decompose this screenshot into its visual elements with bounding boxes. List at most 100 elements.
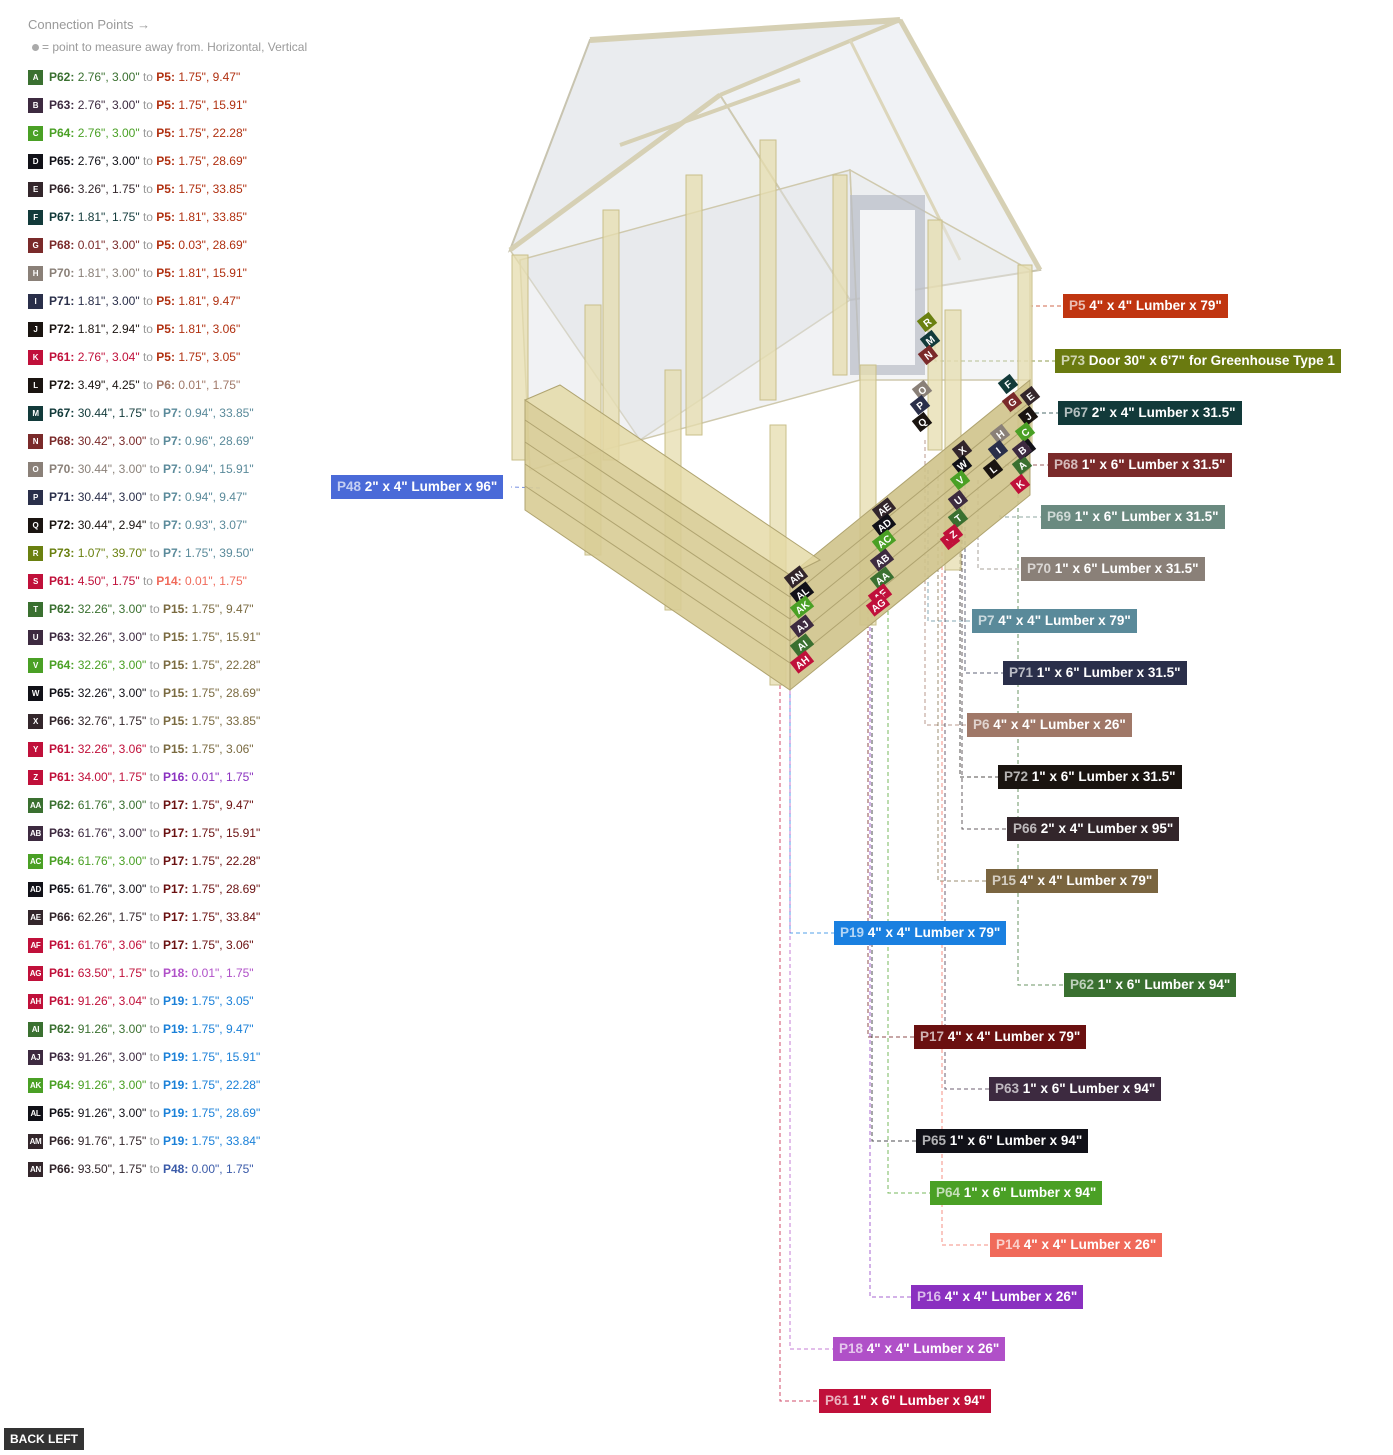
leader-line-p64 [887, 590, 930, 1194]
to: P19: [162, 1022, 189, 1036]
to: P5: [156, 266, 175, 280]
tag-v: V [949, 469, 971, 491]
fromVal: 61.76", 3.00" [77, 798, 147, 812]
connector-word: to [139, 238, 157, 252]
fromVal: 1.81", 1.75" [77, 210, 140, 224]
part-id: P6 [973, 717, 990, 732]
connection-badge: P [28, 490, 43, 505]
from: P72: [49, 378, 75, 392]
part-description: 1" x 6" Lumber x 94" [946, 1133, 1083, 1148]
fromVal: 61.76", 3.06" [77, 938, 147, 952]
toVal: 0.01", 1.75" [185, 574, 247, 588]
tag-c: C [1014, 421, 1036, 443]
fromVal: 0.01", 3.00" [77, 238, 140, 252]
from: P66: [49, 182, 75, 196]
connector-word: to [146, 714, 163, 728]
fromVal: 62.26", 1.75" [77, 910, 147, 924]
to: P14: [156, 574, 182, 588]
fromVal: 32.26", 3.00" [77, 658, 147, 672]
toVal: 1.75", 28.69" [191, 1106, 261, 1120]
part-label-p14: P14 4" x 4" Lumber x 26" [990, 1233, 1163, 1257]
connection-badge: AC [28, 854, 43, 869]
connection-badge: I [28, 294, 43, 309]
fromVal: 1.81", 3.00" [77, 266, 140, 280]
back-left-button[interactable]: BACK LEFT [4, 1428, 84, 1450]
to: P5: [156, 322, 175, 336]
connector-word: to [146, 826, 163, 840]
toVal: 0.01", 1.75" [178, 378, 241, 392]
fromVal: 93.50", 1.75" [77, 1162, 147, 1176]
from: P73: [49, 546, 75, 560]
toVal: 0.03", 28.69" [178, 238, 247, 252]
part-description: 4" x 4" Lumber x 79" [864, 925, 1001, 940]
tag-p: P [909, 394, 931, 416]
part-label-p7: P7 4" x 4" Lumber x 79" [972, 609, 1137, 633]
tag-box [1011, 439, 1033, 461]
tag-box [871, 513, 897, 537]
part-description: 4" x 4" Lumber x 79" [1085, 298, 1222, 313]
connector-word: to [139, 70, 157, 84]
tag-box [1011, 454, 1033, 476]
tag-u: U [947, 489, 969, 511]
connector-word: to [146, 1050, 163, 1064]
connection-badge: AN [28, 1162, 43, 1177]
connector-word: to [139, 574, 157, 588]
from: P71: [49, 294, 75, 308]
connector-word: to [139, 126, 157, 140]
fromVal: 91.26", 3.00" [77, 1078, 147, 1092]
part-description: Door 30" x 6'7" for Greenhouse Type 1 [1085, 353, 1335, 368]
tag-box [987, 439, 1009, 461]
connector-word: to [139, 154, 157, 168]
toVal: 0.00", 1.75" [191, 1162, 254, 1176]
connection-badge: AI [28, 1022, 43, 1037]
fromVal: 2.76", 3.00" [77, 70, 140, 84]
leader-line-p5 [1029, 305, 1063, 307]
toVal: 1.75", 3.06" [191, 938, 254, 952]
toVal: 1.75", 39.50" [185, 546, 254, 560]
connector-word: to [146, 434, 163, 448]
connection-badge: AJ [28, 1050, 43, 1065]
part-label-p73: P73 Door 30" x 6'7" for Greenhouse Type … [1055, 349, 1341, 373]
from: P71: [49, 490, 75, 504]
to: P7: [162, 406, 182, 420]
from: P61: [49, 574, 75, 588]
fromVal: 30.44", 2.94" [77, 518, 147, 532]
from: P61: [49, 994, 75, 1008]
tag-box [871, 529, 897, 553]
from: P72: [49, 518, 75, 532]
part-description: 1" x 6" Lumber x 31.5" [1051, 561, 1199, 576]
connector-word: to [146, 770, 163, 784]
connector-word: to [146, 406, 163, 420]
part-label-p70: P70 1" x 6" Lumber x 31.5" [1021, 557, 1205, 581]
toVal: 1.75", 33.84" [191, 1134, 261, 1148]
connection-badge: L [28, 378, 43, 393]
connection-badge: AK [28, 1078, 43, 1093]
tag-b: B [1011, 439, 1033, 461]
tag-k: K [1009, 473, 1031, 495]
part-id: P7 [978, 613, 995, 628]
part-label-p63: P63 1" x 6" Lumber x 94" [989, 1077, 1162, 1101]
fromVal: 3.26", 1.75" [77, 182, 140, 196]
connector-word: to [146, 602, 163, 616]
tag-box [989, 423, 1011, 445]
from: P62: [49, 1022, 75, 1036]
to: P5: [156, 154, 175, 168]
part-description: 1" x 6" Lumber x 31.5" [1028, 769, 1176, 784]
tag-label: L [988, 464, 1000, 476]
to: P7: [162, 546, 182, 560]
